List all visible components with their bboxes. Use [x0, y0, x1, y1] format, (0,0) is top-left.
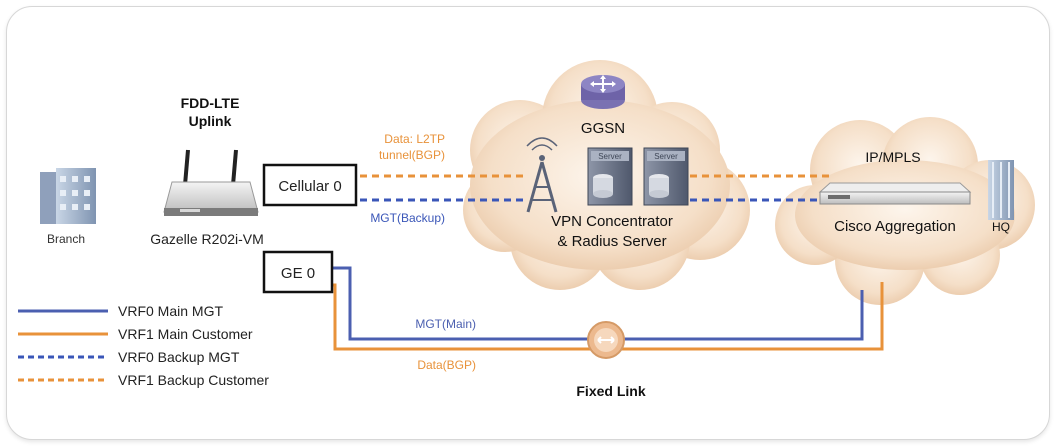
cisco-label: Cisco Aggregation: [834, 218, 956, 235]
cisco-aggregation-router-icon: [818, 182, 972, 205]
cellular-port-box: [262, 163, 358, 207]
legend-label: VRF0 Main MGT: [118, 303, 223, 319]
vpn-label: VPN Concentrator: [551, 213, 673, 230]
legend-label: VRF1 Backup Customer: [118, 372, 269, 388]
data-bgp-label: Data(BGP): [417, 358, 476, 372]
hq-building-icon: [988, 160, 1014, 220]
ge-port-label: GE 0: [281, 265, 315, 282]
ipmpls-label: IP/MPLS: [865, 149, 920, 165]
cell-tower-icon: [526, 137, 558, 213]
ge-port-box: [262, 250, 334, 294]
mgt-main-label: MGT(Main): [415, 317, 476, 331]
ggsn-router-icon: [581, 75, 625, 109]
server-tag: Server: [654, 152, 678, 161]
legend-label: VRF0 Backup MGT: [118, 349, 240, 365]
legend-label: VRF1 Main Customer: [118, 326, 253, 342]
router-label: Gazelle R202i-VM: [150, 231, 264, 247]
uplink-title: Uplink: [189, 113, 232, 129]
mgt-backup-label: MGT(Backup): [370, 211, 445, 225]
fixed-link-node-icon: [587, 321, 625, 359]
uplink-title: FDD-LTE: [181, 95, 240, 111]
fixed-link-label: Fixed Link: [576, 383, 645, 399]
data-l2tp-label: tunnel(BGP): [379, 148, 445, 162]
gazelle-router-icon: [163, 149, 259, 216]
server-tag: Server: [598, 152, 622, 161]
radius-server-icon: Server: [643, 147, 689, 206]
vpn-server-icon: Server: [587, 147, 633, 206]
legend: VRF0 Main MGT VRF1 Main Customer VRF0 Ba…: [18, 303, 269, 388]
ggsn-label: GGSN: [581, 120, 625, 137]
hq-label: HQ: [992, 220, 1010, 234]
backup-links: [360, 174, 830, 202]
main-customer-line: [332, 282, 884, 351]
main-mgt-line: [332, 266, 864, 341]
data-l2tp-label: Data: L2TP: [384, 132, 445, 146]
cellular-port-label: Cellular 0: [278, 178, 341, 195]
main-links: [332, 266, 884, 351]
branch-building-icon: [40, 168, 96, 224]
vpn-label: & Radius Server: [557, 233, 666, 250]
branch-label: Branch: [47, 232, 85, 246]
